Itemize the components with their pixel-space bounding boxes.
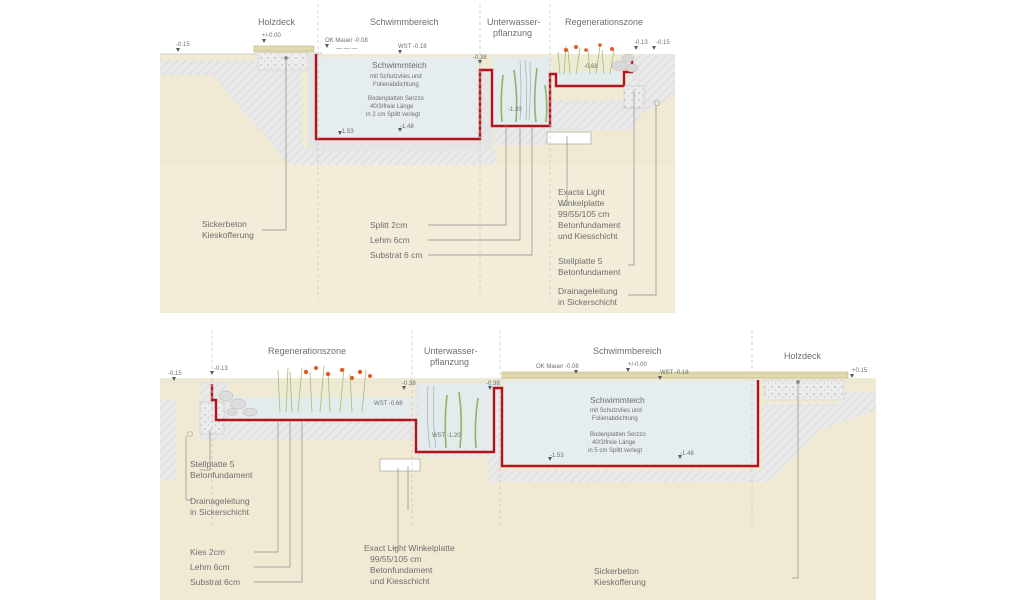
bottom-pond-title: Schwimmteich: [590, 395, 645, 405]
bottom-exact-footing: [379, 458, 421, 472]
bottom-level-right: +0.15: [852, 368, 868, 374]
bottom-label-stell1: Stellplatte 5: [190, 459, 235, 469]
top-label-splitt: Splitt 2cm: [370, 220, 407, 230]
top-zone-unterwasser-1: Unterwasser-: [487, 17, 541, 27]
bottom-regen-plants: [277, 365, 372, 413]
top-label-drain2: in Sickerschicht: [558, 297, 618, 307]
top-level-wst: WST -0.18: [398, 44, 427, 50]
top-water-plant: [493, 57, 551, 125]
top-level-148: -1.48: [400, 124, 414, 130]
top-level-plant: -1.20: [508, 107, 522, 113]
bottom-label-exact1: Exact Light Winkelplatte: [364, 543, 455, 553]
top-label-exacta4: Betonfundament: [558, 220, 621, 230]
bottom-level-038a: -0.38: [402, 381, 416, 387]
top-label-drain1: Drainageleitung: [558, 286, 618, 296]
bottom-water-swim: [504, 381, 758, 465]
bottom-label-exact2: 99/55/105 cm: [370, 554, 422, 564]
bottom-pond-b2: 40/3/freie Länge: [592, 440, 636, 446]
top-zone-schwimmbereich: Schwimmbereich: [370, 17, 439, 27]
bottom-label-lehm: Lehm 6cm: [190, 562, 230, 572]
top-pond-b3: in 2 cm Splitt verlegt: [366, 112, 420, 118]
bottom-level-left: -0.15: [168, 371, 182, 377]
top-label-substrat: Substrat 6 cm: [370, 250, 422, 260]
top-level-left: -0.15: [176, 42, 190, 48]
top-exacta-footing: [546, 131, 592, 145]
bottom-label-exact4: und Kiesschicht: [370, 576, 430, 586]
top-section: Holzdeck Schwimmbereich Unterwasser- pfl…: [160, 0, 675, 313]
top-level-right: -0.15: [656, 40, 670, 46]
top-level-regen: -0.68: [584, 64, 598, 70]
top-water-regen: [556, 72, 622, 86]
top-holzdeck: [253, 45, 315, 53]
bottom-level-038b: -0.38: [486, 381, 500, 387]
top-label-exacta5: und Kiesschicht: [558, 231, 618, 241]
bottom-liner: [210, 380, 760, 468]
top-regen-plants: [557, 43, 639, 75]
bottom-zone-schwimmbereich: Schwimmbereich: [593, 346, 662, 356]
top-label-sicker1: Sickerbeton: [202, 219, 247, 229]
bottom-zone-holzdeck: Holzdeck: [784, 351, 822, 361]
top-label-exacta2: Winkelplatte: [558, 198, 605, 208]
bottom-pond-b3: in 5 cm Splitt verlegt: [588, 448, 642, 454]
top-pond-title: Schwimmteich: [372, 60, 427, 70]
top-level-013: -0.13: [634, 40, 648, 46]
bottom-pond-b1: Bodenplatten Serzzo: [590, 432, 646, 438]
top-deck-foundation: [257, 51, 309, 71]
top-sky: [160, 0, 675, 54]
top-label-exacta3: 99/55/105 cm: [558, 209, 610, 219]
bottom-label-sicker2: Kieskofferung: [594, 577, 646, 587]
bottom-level-mauer: OK Mauer -0.08: [536, 364, 579, 370]
bottom-label-sicker1: Sickerbeton: [594, 566, 639, 576]
bottom-level-013: -0.13: [214, 366, 228, 372]
bottom-level-153: -1.53: [550, 453, 564, 459]
bottom-level-wst068: WST -0.68: [374, 401, 403, 407]
bottom-holzdeck: [501, 371, 849, 379]
top-zone-holzdeck: Holzdeck: [258, 17, 296, 27]
bottom-pond-sub1: mit Schutzvlies und: [590, 408, 642, 414]
bottom-zone-regeneration: Regenerationszone: [268, 346, 346, 356]
top-label-stell2: Betonfundament: [558, 267, 621, 277]
top-zone-regeneration: Regenerationszone: [565, 17, 643, 27]
top-label-lehm: Lehm 6cm: [370, 235, 410, 245]
top-pond-sub1: mit Schutzvlies und: [370, 74, 422, 80]
bottom-label-drain2: in Sickerschicht: [190, 507, 250, 517]
top-label-sicker2: Kieskofferung: [202, 230, 254, 240]
top-pond-sub2: Folienabdichtung: [373, 82, 419, 88]
bottom-level-148: -1.48: [680, 451, 694, 457]
bottom-water-plant: [418, 384, 496, 450]
bottom-zone-unterwasser-1: Unterwasser-: [424, 346, 478, 356]
top-zone-unterwasser-2: pflanzung: [493, 28, 532, 38]
top-pond-b1: Bodenplatten Serzzo: [368, 96, 424, 102]
bottom-section: Regenerationszone Unterwasser- pflanzung…: [160, 330, 876, 600]
top-level-153: -1.53: [340, 129, 354, 135]
top-level-deck: +/-0.00: [262, 33, 282, 39]
svg-text:— — —: — — —: [336, 46, 357, 52]
bottom-label-kies: Kies 2cm: [190, 547, 225, 557]
top-label-stell1: Stellplatte 5: [558, 256, 603, 266]
bottom-excavation-gravel: [160, 382, 876, 482]
bottom-label-stell2: Betonfundament: [190, 470, 253, 480]
bottom-underwater-plants: [444, 391, 479, 449]
top-water-swim: [318, 57, 478, 139]
bottom-water-regen: [228, 397, 414, 419]
bottom-level-deck: +/-0.00: [628, 362, 648, 368]
bottom-level-wst: WST -0.18: [660, 370, 689, 376]
bottom-level-wst120: WST -1.20: [432, 433, 461, 439]
top-pond-b2: 40/3/freie Länge: [370, 104, 414, 110]
top-level-038: -0.38: [473, 55, 487, 61]
bottom-zone-unterwasser-2: pflanzung: [430, 357, 469, 367]
bottom-label-drain1: Drainageleitung: [190, 496, 250, 506]
bottom-pond-sub2: Folienabdichtung: [592, 416, 638, 422]
top-label-exacta1: Exacta Light: [558, 187, 605, 197]
bottom-label-exact3: Betonfundament: [370, 565, 433, 575]
top-underwater-plants: [500, 67, 548, 123]
bottom-label-substrat: Substrat 6cm: [190, 577, 240, 587]
top-level-mauer: OK Mauer -0.08: [325, 38, 368, 44]
